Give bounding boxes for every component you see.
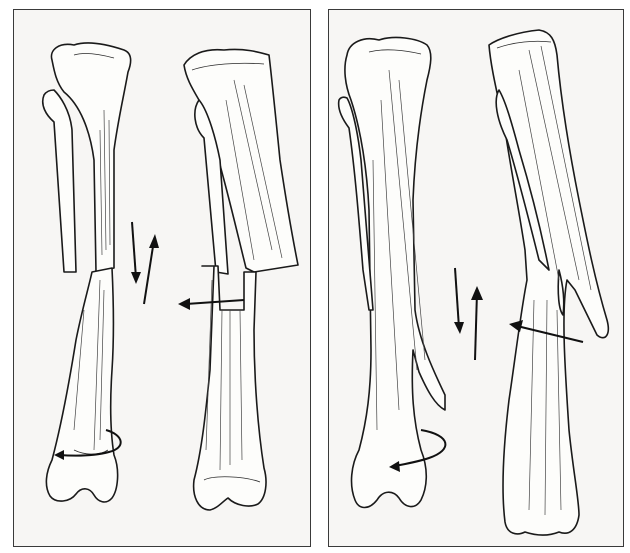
left-panel-transverse-fracture: [13, 9, 311, 547]
tibia-front-view-oblique: [339, 38, 445, 508]
tibia-proximal-fragment-front-view: [43, 43, 131, 272]
tibia-side-view-oblique: [489, 30, 608, 535]
shear-arrows-right: [454, 268, 483, 360]
shear-arrows-left: [131, 222, 159, 304]
tibia-proximal-fragment-side-view: [184, 49, 298, 274]
right-panel-drawing: [329, 10, 625, 548]
tibia-distal-fragment-front-view: [46, 268, 117, 502]
right-panel-oblique-fracture: [328, 9, 624, 547]
left-panel-drawing: [14, 10, 312, 548]
